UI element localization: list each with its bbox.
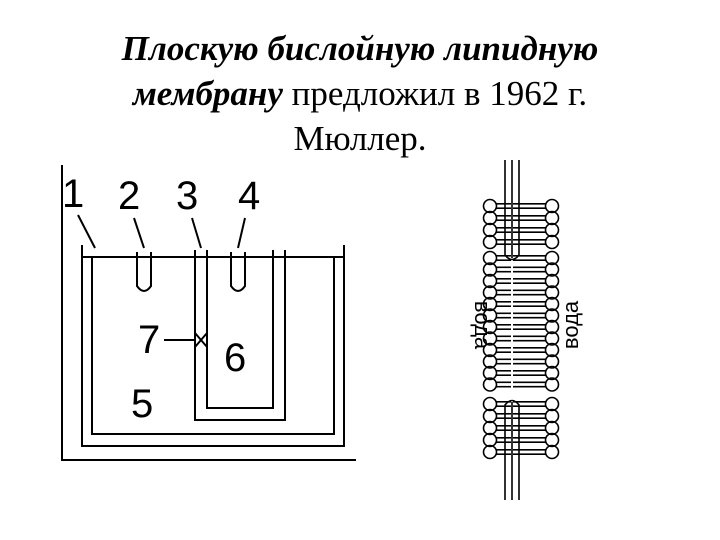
lipid-head-right-0 — [544, 198, 560, 214]
lipid-head-right-13 — [544, 296, 560, 312]
lipid-head-right-1 — [544, 210, 560, 226]
membrane-aperture — [194, 332, 208, 348]
lipid-head-right-15 — [544, 319, 560, 335]
lipid-head-right-9 — [544, 250, 560, 266]
lipid-head-right-3 — [544, 234, 560, 250]
u-tube-inner — [206, 250, 274, 409]
label-3: 3 — [176, 174, 198, 218]
lipid-head-left-13 — [482, 296, 498, 312]
lipid-head-right-8 — [544, 444, 560, 460]
lipid-head-left-7 — [482, 432, 498, 448]
lipid-head-right-7 — [544, 432, 560, 448]
lipid-head-left-0 — [482, 198, 498, 214]
label-4: 4 — [238, 174, 260, 218]
water-label-left: вода — [470, 301, 495, 350]
label-5: 5 — [131, 382, 153, 426]
pointer-3 — [191, 217, 202, 249]
frame-lines — [61, 165, 356, 461]
lipid-head-left-3 — [482, 234, 498, 250]
lipid-head-left-9 — [482, 250, 498, 266]
lipid-head-right-17 — [544, 342, 560, 358]
pointer-2 — [133, 217, 145, 249]
pointer-4 — [237, 217, 246, 249]
outer-vessel — [81, 245, 345, 447]
lipid-head-left-2 — [482, 222, 498, 238]
label-2: 2 — [118, 174, 140, 218]
label-7: 7 — [138, 318, 160, 362]
lipid-head-right-6 — [544, 420, 560, 436]
lipid-head-right-4 — [544, 396, 560, 412]
lipid-head-left-11 — [482, 273, 498, 289]
lipid-head-left-5 — [482, 408, 498, 424]
lipid-head-right-20 — [544, 377, 560, 392]
label-6: 6 — [224, 336, 246, 380]
slide-title: Плоскую бислойную липидную мембрану пред… — [40, 26, 680, 161]
electrode-2 — [136, 252, 152, 292]
lipid-head-left-16 — [482, 331, 498, 346]
lipid-head-right-10 — [544, 262, 560, 277]
title-line-2-rest: предложил в 1962 г. — [282, 74, 588, 113]
lipid-head-right-19 — [544, 365, 560, 381]
water-label-right: вода — [558, 300, 583, 349]
pointer-1 — [77, 214, 96, 249]
lipid-head-left-8 — [482, 444, 498, 460]
lipid-sheath-bottom — [504, 399, 520, 500]
lipid-head-left-19 — [482, 365, 498, 381]
bilayer-apparatus-diagram — [61, 165, 356, 461]
lipid-head-left-6 — [482, 420, 498, 436]
lipid-head-left-14 — [482, 308, 498, 323]
lipid-head-left-15 — [482, 319, 498, 335]
lipid-head-right-11 — [544, 273, 560, 289]
electrode-4 — [230, 252, 246, 292]
lipid-head-left-18 — [482, 354, 498, 369]
lipid-head-left-17 — [482, 342, 498, 358]
title-emphasis: мембрану — [132, 74, 283, 113]
title-line-1: Плоскую бислойную липидную — [121, 29, 599, 68]
lipid-head-right-14 — [544, 308, 560, 323]
lipid-head-right-2 — [544, 222, 560, 238]
lipid-head-right-12 — [544, 285, 560, 300]
lipid-molecules — [482, 198, 560, 460]
lipid-head-right-16 — [544, 331, 560, 346]
label-1: 1 — [62, 172, 84, 216]
lipid-head-left-12 — [482, 285, 498, 300]
u-tube-outer — [194, 250, 286, 421]
lipid-head-right-5 — [544, 408, 560, 424]
lipid-bilayer-diagram — [482, 160, 560, 500]
lipid-head-left-20 — [482, 377, 498, 392]
title-line-2: мембрану предложил в 1962 г. — [40, 71, 680, 116]
lipid-head-left-10 — [482, 262, 498, 277]
lipid-head-left-4 — [482, 396, 498, 412]
title-line-3: Мюллер. — [293, 119, 427, 158]
lipid-head-left-1 — [482, 210, 498, 226]
inner-vessel — [91, 257, 335, 435]
lipid-head-right-18 — [544, 354, 560, 369]
